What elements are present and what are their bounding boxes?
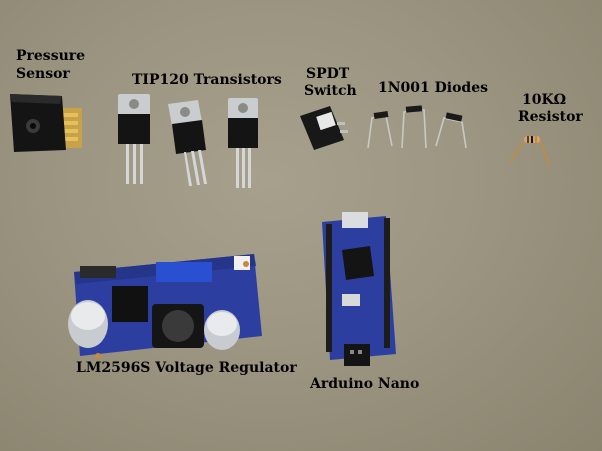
spdt-switch xyxy=(300,106,348,150)
lm2596s-regulator-board xyxy=(68,254,262,359)
pressure-sensor-label-line2: Sensor xyxy=(16,66,70,82)
voltage-regulator-label: LM2596S Voltage Regulator xyxy=(76,360,297,376)
diode-3 xyxy=(435,112,467,149)
arduino-nano-label: Arduino Nano xyxy=(310,376,420,392)
spdt-switch-label-line2: Switch xyxy=(304,83,357,99)
resistor xyxy=(509,136,551,167)
diode-2 xyxy=(401,105,427,149)
tip120-transistors-label: TIP120 Transistors xyxy=(132,72,282,88)
tip120-transistor-1 xyxy=(118,94,150,184)
tip120-transistor-2 xyxy=(168,100,207,186)
pressure-sensor xyxy=(10,94,82,152)
diode-1 xyxy=(367,111,393,149)
arduino-nano-board xyxy=(322,212,396,366)
tip120-transistor-3 xyxy=(228,98,258,188)
diodes-label: 1N001 Diodes xyxy=(378,80,489,96)
spdt-switch-label-line1: SPDT xyxy=(306,66,350,82)
pressure-sensor-label-line1: Pressure xyxy=(16,48,86,64)
resistor-label-line1: 10KΩ xyxy=(522,92,567,108)
resistor-label-line2: Resistor xyxy=(518,109,583,125)
